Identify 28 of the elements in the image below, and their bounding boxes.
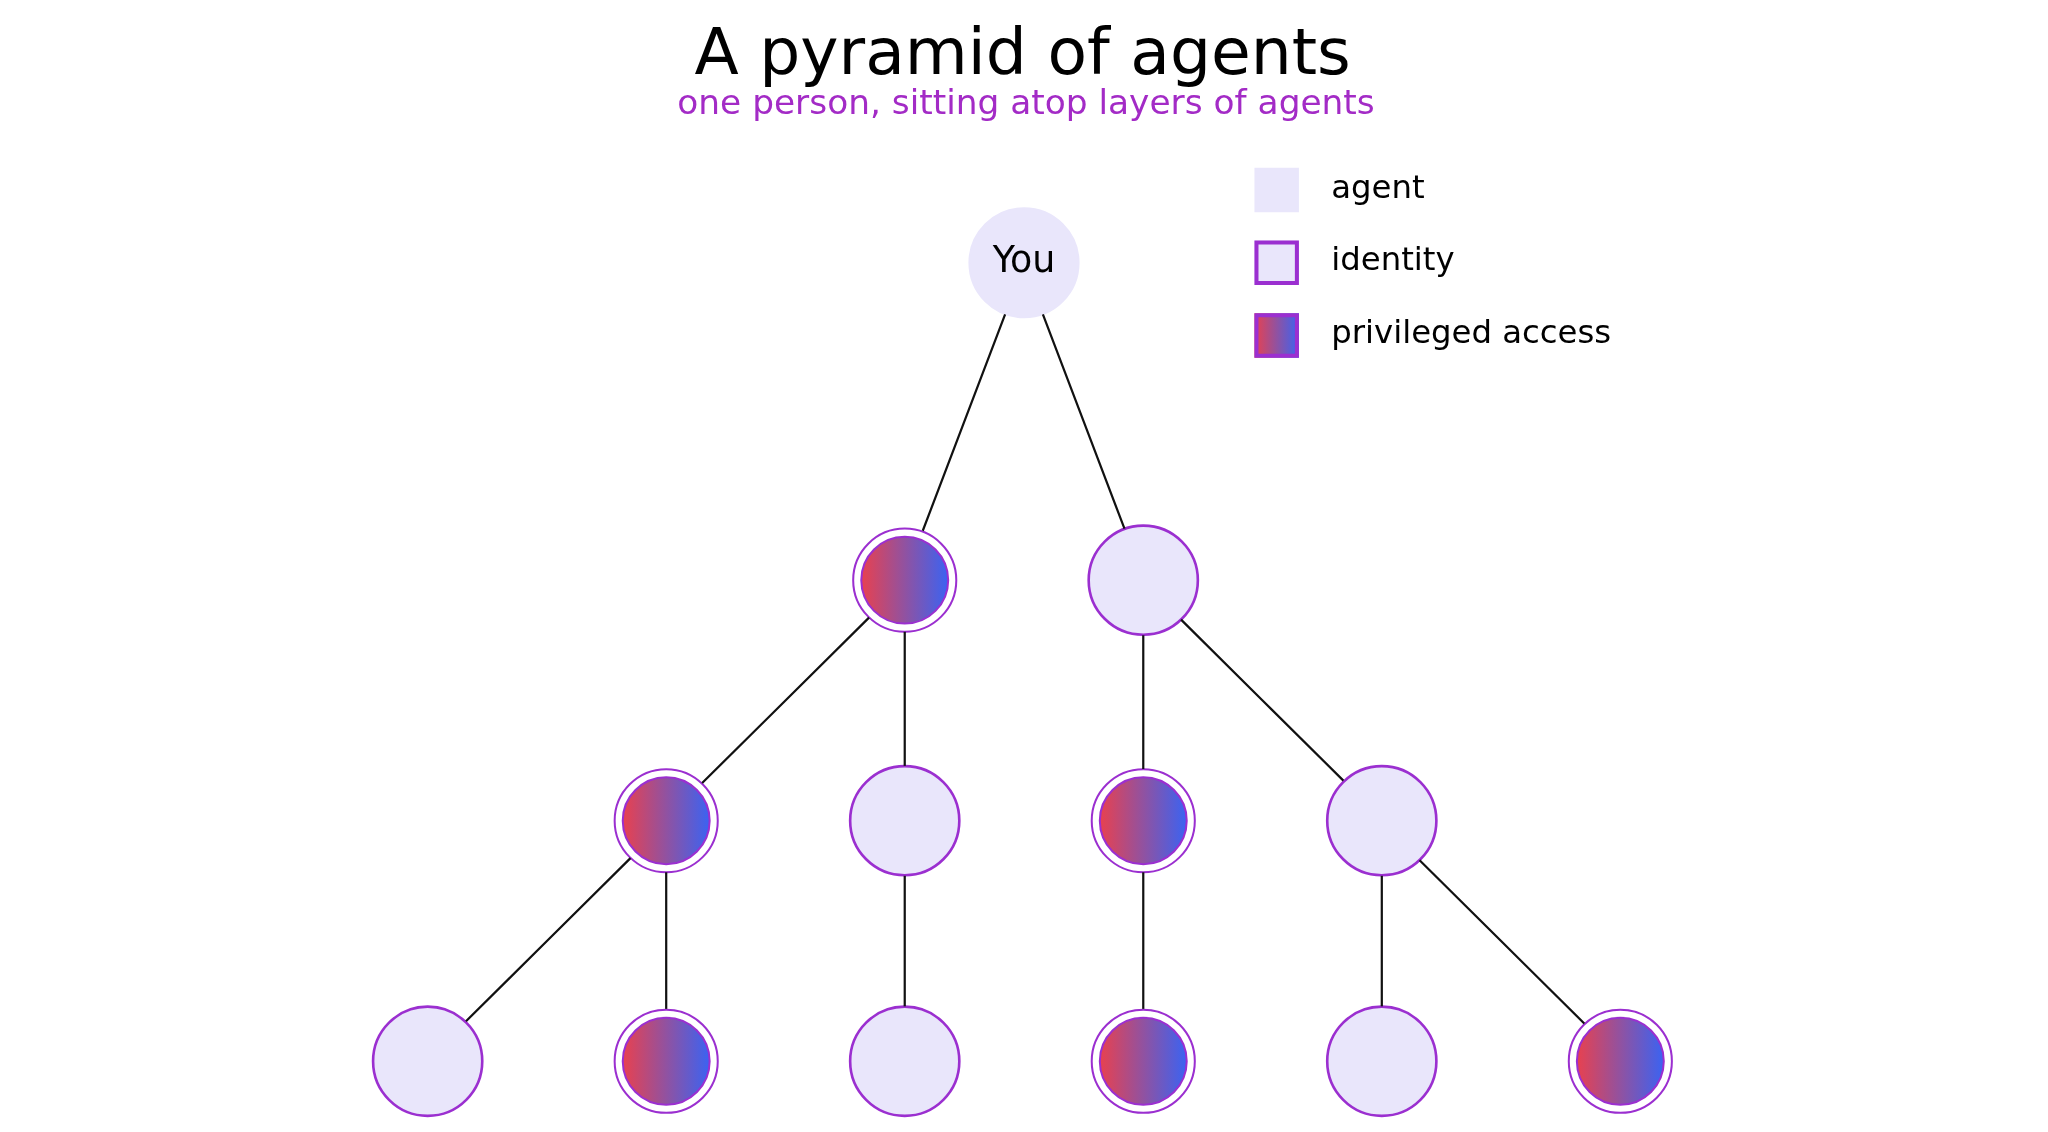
node-circle [1567,1008,1673,1114]
connector [1142,872,1145,1009]
node-circle [1087,524,1200,637]
legend-label: identity [1331,240,1455,279]
node-circle [1090,1008,1196,1114]
connector [701,616,870,784]
connector [1180,618,1345,782]
node-circle [613,768,719,874]
node-circle [1325,1005,1438,1118]
node-circle [1090,768,1196,874]
connector [903,875,906,1007]
node-circle [1325,764,1438,877]
node-circle [371,1005,484,1118]
connector [665,872,668,1009]
node-circle [613,1008,719,1114]
connector [903,631,906,766]
connector [921,314,1007,532]
node-circle [848,764,961,877]
legend-label: privileged access [1331,313,1612,352]
connector [1418,859,1586,1025]
connector [1041,314,1126,530]
connector [1380,875,1383,1007]
connector [465,857,632,1023]
legend-label: agent [1331,167,1425,206]
connector [1142,635,1145,769]
node-circle [852,527,958,633]
node-circle [848,1005,961,1118]
node-circle: You [968,207,1080,319]
